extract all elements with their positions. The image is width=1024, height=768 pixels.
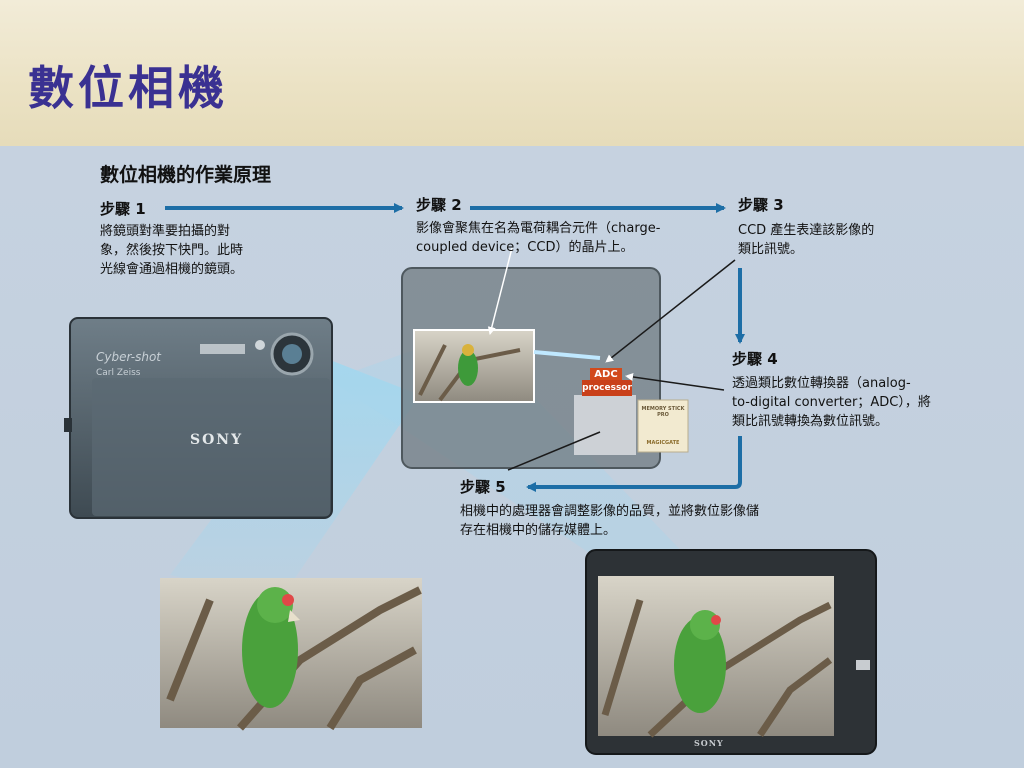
step-3-text: CCD 產生表達該影像的 類比訊號。 xyxy=(738,223,875,257)
step-1-title: 步驟 1 xyxy=(100,200,146,218)
step-2-text: 影像會聚焦在名為電荷耦合元件（charge- coupled device；CC… xyxy=(416,221,661,255)
front-camera-lens: Carl Zeiss xyxy=(96,368,141,378)
pointer-to-ccd-chip xyxy=(605,259,736,363)
pointer-to-storage xyxy=(507,431,601,471)
pointer-to-ccd-image xyxy=(487,247,513,335)
parrot-photo xyxy=(160,578,422,731)
adc-chip-label: ADC xyxy=(594,369,618,380)
processor-chip-label: processor xyxy=(582,383,632,393)
memory-card-top-label: MEMORY STICK PRO xyxy=(641,406,685,418)
memory-card-bottom-label: MAGICGATE xyxy=(646,440,680,446)
arrow-step4-to-step5 xyxy=(526,436,742,492)
step-5-text: 相機中的處理器會調整影像的品質，並將數位影像儲 存在相機中的儲存媒體上。 xyxy=(460,504,760,538)
slide-header xyxy=(0,0,1024,146)
front-camera-model: Cyber-shot xyxy=(96,350,161,364)
step-1-text: 將鏡頭對準要拍攝的對 象，然後按下快門。此時 光線會通過相機的鏡頭。 xyxy=(100,224,244,277)
slide-title: 數位相機 xyxy=(28,61,228,115)
back-camera-brand: SONY xyxy=(694,738,724,748)
bottom-right-camera-illustration xyxy=(585,549,877,755)
step-4-title: 步驟 4 xyxy=(732,350,778,368)
front-camera-illustration xyxy=(64,317,333,519)
step-5-title: 步驟 5 xyxy=(460,478,506,496)
diagram-title: 數位相機的作業原理 xyxy=(100,164,272,186)
pointer-to-adc xyxy=(625,373,725,391)
front-camera-brand: SONY xyxy=(190,432,244,448)
step-2-title: 步驟 2 xyxy=(416,196,462,214)
step-3-title: 步驟 3 xyxy=(738,196,784,214)
step-4-text: 透過類比數位轉換器（analog- to-digital converter；A… xyxy=(732,376,931,429)
back-camera-illustration xyxy=(401,267,689,469)
